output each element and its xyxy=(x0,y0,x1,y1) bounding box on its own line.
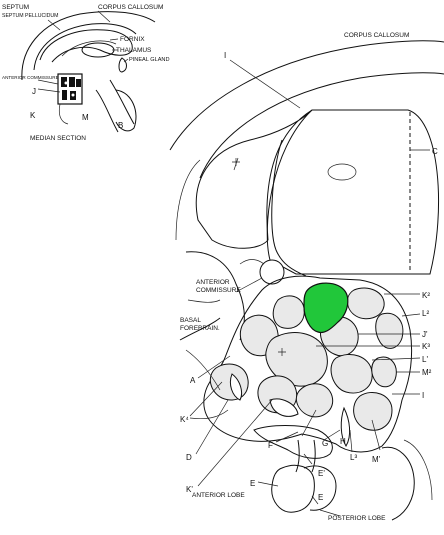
letter-g: G xyxy=(322,439,328,448)
optic-chiasm xyxy=(253,425,333,459)
inset-label-corpus-callosum: CORPUS CALLOSUM xyxy=(98,4,163,11)
hypothalamus-outline xyxy=(203,275,413,453)
nucleus-m2 xyxy=(371,356,397,388)
label-corpus-callosum: CORPUS CALLOSUM xyxy=(344,32,409,39)
inset-label-thalamus: THALAMUS xyxy=(116,47,152,54)
inset-brainstem xyxy=(95,79,135,133)
highlighted-nucleus xyxy=(303,282,349,334)
inset-hypothalamus-region xyxy=(57,73,83,105)
nucleus-d xyxy=(209,363,249,401)
fiber-3 xyxy=(340,406,351,447)
letter-a: A xyxy=(190,376,196,385)
inset-label-pineal: PINEAL GLAND xyxy=(129,57,170,63)
cortex-outline xyxy=(169,40,444,151)
fornix-column xyxy=(271,139,307,277)
inset-label-septum-line1: SEPTUM xyxy=(2,4,29,11)
letter-l2: L² xyxy=(422,309,429,318)
label-posterior-lobe: POSTERIOR LOBE xyxy=(328,515,386,522)
inset-lobe-b xyxy=(115,89,137,132)
label-anterior-commissure-line: ANTERIOR xyxy=(196,279,230,286)
nucleus-l1 xyxy=(330,354,373,394)
inset-label-anterior-commissure: ANTERIOR COMMISSURE xyxy=(2,75,59,80)
inset-label-septum: SEPTUM PELLUCIDUM xyxy=(2,13,59,19)
cross-marks xyxy=(232,157,286,356)
letter-d: D xyxy=(186,453,192,462)
letter-l3: L³ xyxy=(350,453,357,462)
letter-m1: M' xyxy=(372,455,381,464)
inset-letter-m: M xyxy=(82,113,89,122)
label-anterior-lobe: ANTERIOR LOBE xyxy=(192,492,245,499)
inset-letter-j: J xyxy=(32,87,36,96)
nucleus-l2 xyxy=(375,312,404,349)
nucleus-k2 xyxy=(347,287,385,320)
letter-l1: L' xyxy=(422,355,428,364)
anterior-commissure xyxy=(259,259,285,285)
inset-letter-k: K xyxy=(30,111,36,120)
letter-k2: K² xyxy=(422,291,430,300)
inset-brain-outline xyxy=(21,11,156,81)
inset-pineal xyxy=(118,57,127,73)
letter-h: H xyxy=(340,437,346,446)
outer-arc-left xyxy=(175,159,201,241)
letter-f: F xyxy=(268,441,273,450)
letter-e-top: E' xyxy=(318,469,325,478)
inset-corpus-callosum xyxy=(39,29,133,63)
nucleus-m1 xyxy=(353,392,393,431)
nucleus-a xyxy=(272,295,305,329)
letter-j1: J' xyxy=(422,330,428,339)
letter-k1: K' xyxy=(186,485,193,494)
inset-fornix xyxy=(61,40,117,57)
inset-median-section: SEPTUM SEPTUM PELLUCIDUM CORPUS CALLOSUM… xyxy=(0,0,170,152)
letter-k3: K³ xyxy=(422,342,430,351)
caudate-outline xyxy=(195,109,313,249)
brainstem-outline xyxy=(381,446,415,521)
inset-label-fornix: FORNIX xyxy=(120,36,145,43)
infundibulum xyxy=(295,439,316,473)
lateral-ventricle xyxy=(266,109,440,275)
inset-letter-b: B xyxy=(118,121,123,130)
label-anterior-commissure: COMMISSURE xyxy=(196,287,241,294)
letter-c: C xyxy=(432,147,438,156)
nucleus-g xyxy=(295,383,334,418)
pituitary-anterior-lobe xyxy=(271,464,315,513)
fiber-4 xyxy=(229,373,243,401)
central-oval xyxy=(327,163,357,181)
nucleus-k3 xyxy=(265,332,328,387)
label-basal-forebrain: FOREBRAIN. xyxy=(180,325,220,332)
pituitary-posterior-lobe xyxy=(303,465,337,511)
inset-pituitary-stalk xyxy=(58,103,69,125)
leader-lines xyxy=(189,59,430,517)
label-basal-forebrain-line: BASAL xyxy=(180,317,201,324)
letter-k4: K⁴ xyxy=(180,415,189,424)
fiber-2 xyxy=(269,398,299,417)
letter-i-top: I xyxy=(224,51,226,60)
main-coronal-section: CORPUS CALLOSUM ANTERIOR COMMISSURE BASA… xyxy=(169,32,444,522)
letter-m2: M² xyxy=(422,368,432,377)
inset-caption: MEDIAN SECTION xyxy=(30,135,86,142)
corpus-callosum-outline xyxy=(199,72,444,179)
letter-e-left: E xyxy=(250,479,255,488)
letter-i-right: I xyxy=(422,391,424,400)
letter-e-bottom: E xyxy=(318,493,323,502)
